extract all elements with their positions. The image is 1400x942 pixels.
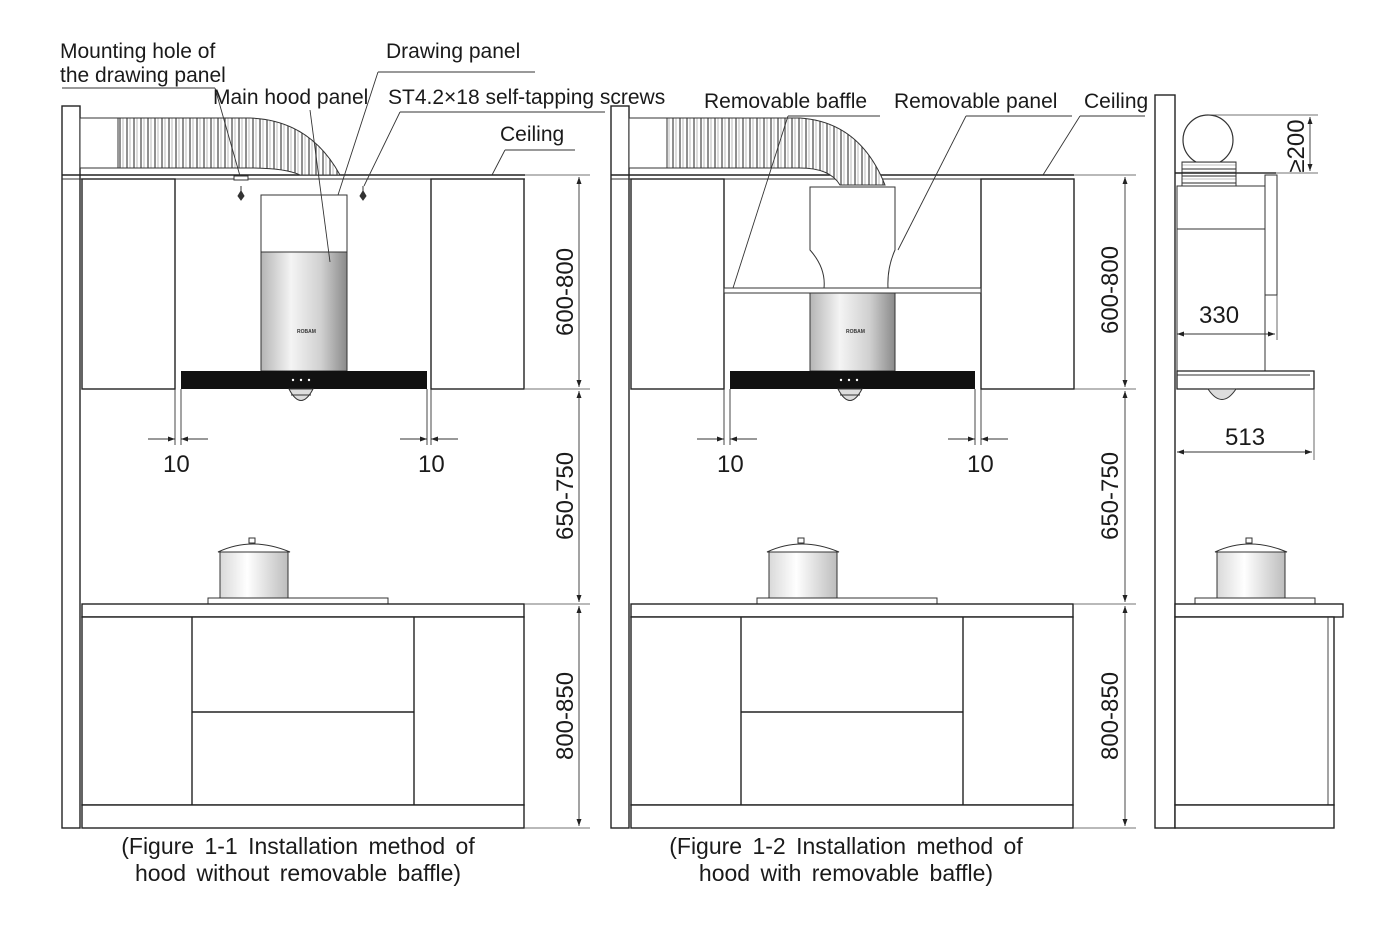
label-ceiling-1: Ceiling: [500, 123, 564, 146]
lower-height-dim: 800-850: [1097, 672, 1124, 760]
label-drawing-panel: Drawing panel: [386, 40, 520, 63]
mounting-hole: [233, 175, 249, 181]
upper-cabinet-right: [980, 178, 1075, 390]
duct-clearance-dim: ≥200: [1283, 119, 1310, 172]
wall: [1154, 94, 1176, 829]
caption-figure-1-1-line2: hood without removable baffle): [135, 860, 461, 886]
label-removable-panel: Removable panel: [894, 90, 1057, 113]
label-ceiling-2: Ceiling: [1084, 90, 1148, 113]
middle-height-dim: 650-750: [552, 452, 579, 540]
lower-cabinets: [630, 616, 1074, 806]
countertop: [630, 603, 1074, 618]
removable-panel: [809, 186, 896, 289]
fan-light: [1207, 388, 1237, 400]
main-hood-panel: [260, 251, 348, 372]
depth-chimney-dim: 330: [1199, 302, 1239, 329]
pot: [1194, 537, 1316, 605]
gap-right-dim: 10: [967, 451, 994, 478]
screw-icon: [359, 186, 367, 201]
caption-figure-1-2-line1: (Figure 1-2 Installation method of: [669, 833, 1023, 859]
gap-right-dim: 10: [418, 451, 445, 478]
plinth: [630, 804, 1074, 829]
label-screws: ST4.2×18 self-tapping screws: [388, 86, 665, 109]
wall: [61, 105, 81, 829]
lower-cabinet: [1174, 616, 1335, 806]
hood-canopy: [181, 371, 427, 389]
side-view: ≥200 330 513: [1154, 94, 1344, 829]
middle-height-dim: 650-750: [1097, 452, 1124, 540]
plinth: [81, 804, 525, 829]
figure-1-1: ROBAM 10 10: [60, 40, 665, 886]
duct-section: [1182, 114, 1234, 166]
pot: [207, 537, 389, 605]
duct-end: [79, 117, 121, 169]
drawing-panel: [260, 194, 348, 253]
gas-burner: [207, 597, 389, 605]
pot: [756, 537, 938, 605]
upper-height-dim: 600-800: [1097, 246, 1124, 334]
plinth: [1174, 804, 1335, 829]
wall: [610, 105, 630, 829]
hood-canopy-side: [1176, 370, 1315, 390]
countertop: [81, 603, 525, 618]
label-removable-baffle: Removable baffle: [704, 90, 867, 113]
upper-height-dim: 600-800: [552, 248, 579, 336]
duct-end: [628, 117, 670, 169]
upper-cabinet-left: [81, 178, 176, 390]
caption-figure-1-2-line2: hood with removable baffle): [699, 860, 993, 886]
screw-icon: [237, 186, 245, 201]
label-mounting-hole-2: the drawing panel: [60, 64, 226, 87]
label-mounting-hole-1: Mounting hole of: [60, 40, 215, 63]
upper-cabinet-left: [630, 178, 725, 390]
depth-canopy-dim: 513: [1225, 424, 1265, 451]
gap-left-dim: 10: [717, 451, 744, 478]
upper-cabinet-right: [430, 178, 525, 390]
label-main-hood-panel: Main hood panel: [213, 86, 368, 109]
gas-burner: [756, 597, 938, 605]
flexible-duct: [666, 117, 886, 186]
flexible-duct: [1181, 161, 1237, 187]
removable-baffle: [723, 287, 982, 294]
flexible-duct: [117, 117, 341, 176]
gas-burner: [1194, 597, 1316, 605]
gap-left-dim: 10: [163, 451, 190, 478]
figure-1-2: ROBAM 10 10: [610, 90, 1148, 886]
caption-figure-1-1-line1: (Figure 1-1 Installation method of: [121, 833, 475, 859]
lower-height-dim: 800-850: [552, 672, 579, 760]
lower-cabinets: [81, 616, 525, 806]
chimney-side: [1176, 185, 1266, 372]
countertop: [1174, 603, 1344, 618]
brand-logo-text: ROBAM: [297, 329, 316, 335]
brand-logo-text: ROBAM: [846, 329, 865, 335]
hood-canopy: [730, 371, 975, 389]
